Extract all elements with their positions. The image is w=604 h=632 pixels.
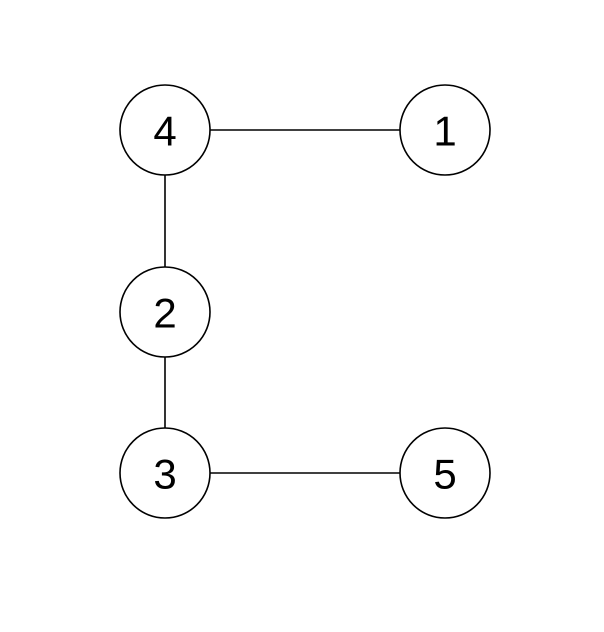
- graph-node-1: 1: [399, 84, 491, 176]
- node-label-2: 2: [153, 289, 176, 336]
- node-label-1: 1: [433, 107, 456, 154]
- node-label-5: 5: [433, 450, 456, 497]
- node-circle-5: [399, 427, 491, 519]
- graph-node-2: 2: [119, 266, 211, 358]
- node-circle-3: [119, 427, 211, 519]
- graph-node-4: 4: [119, 84, 211, 176]
- graph-node-3: 3: [119, 427, 211, 519]
- node-circle-1: [399, 84, 491, 176]
- node-circle-4: [119, 84, 211, 176]
- node-circle-2: [119, 266, 211, 358]
- graph-node-5: 5: [399, 427, 491, 519]
- node-label-4: 4: [153, 107, 176, 154]
- node-label-3: 3: [153, 450, 176, 497]
